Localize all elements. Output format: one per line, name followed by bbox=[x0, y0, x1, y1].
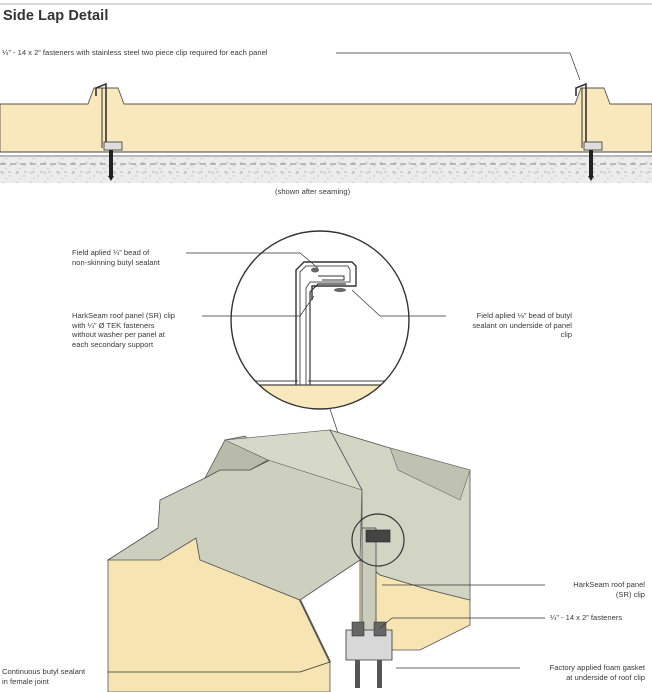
section-view bbox=[0, 52, 652, 183]
label-factory-gasket: Factory applied foam gasket at underside… bbox=[549, 663, 645, 682]
label-harkseam-clip-left: HarkSeam roof panel (SR) clip with ¼” Ø … bbox=[72, 311, 175, 349]
label-field-bead-eighth: Field aplied ⅛” bead of butyl sealant on… bbox=[472, 311, 572, 340]
label-shown-after-seaming: (shown after seaming) bbox=[275, 187, 351, 196]
detail-callout-circle bbox=[351, 513, 405, 567]
label-harkseam-clip-right: HarkSeam roof panel (SR) clip bbox=[573, 580, 645, 599]
label-continuous-butyl: Continuous butyl sealant in female joint bbox=[2, 667, 86, 686]
detail-circle bbox=[230, 230, 410, 410]
foam-core bbox=[0, 87, 652, 153]
isometric-view bbox=[106, 429, 471, 692]
iso-leaders bbox=[108, 584, 545, 673]
left-seam-clip bbox=[95, 82, 123, 181]
right-seam-clip bbox=[575, 82, 603, 181]
label-field-bead-quarter: Field aplied ¼” bead of non-skinning but… bbox=[72, 248, 160, 267]
label-fasteners-top: ¼” - 14 x 2” fasteners with stainless st… bbox=[2, 48, 268, 57]
substrate-band bbox=[0, 157, 652, 183]
label-fasteners-right: ¼” - 14 x 2” fasteners bbox=[550, 613, 623, 622]
page-title: Side Lap Detail bbox=[3, 8, 109, 24]
